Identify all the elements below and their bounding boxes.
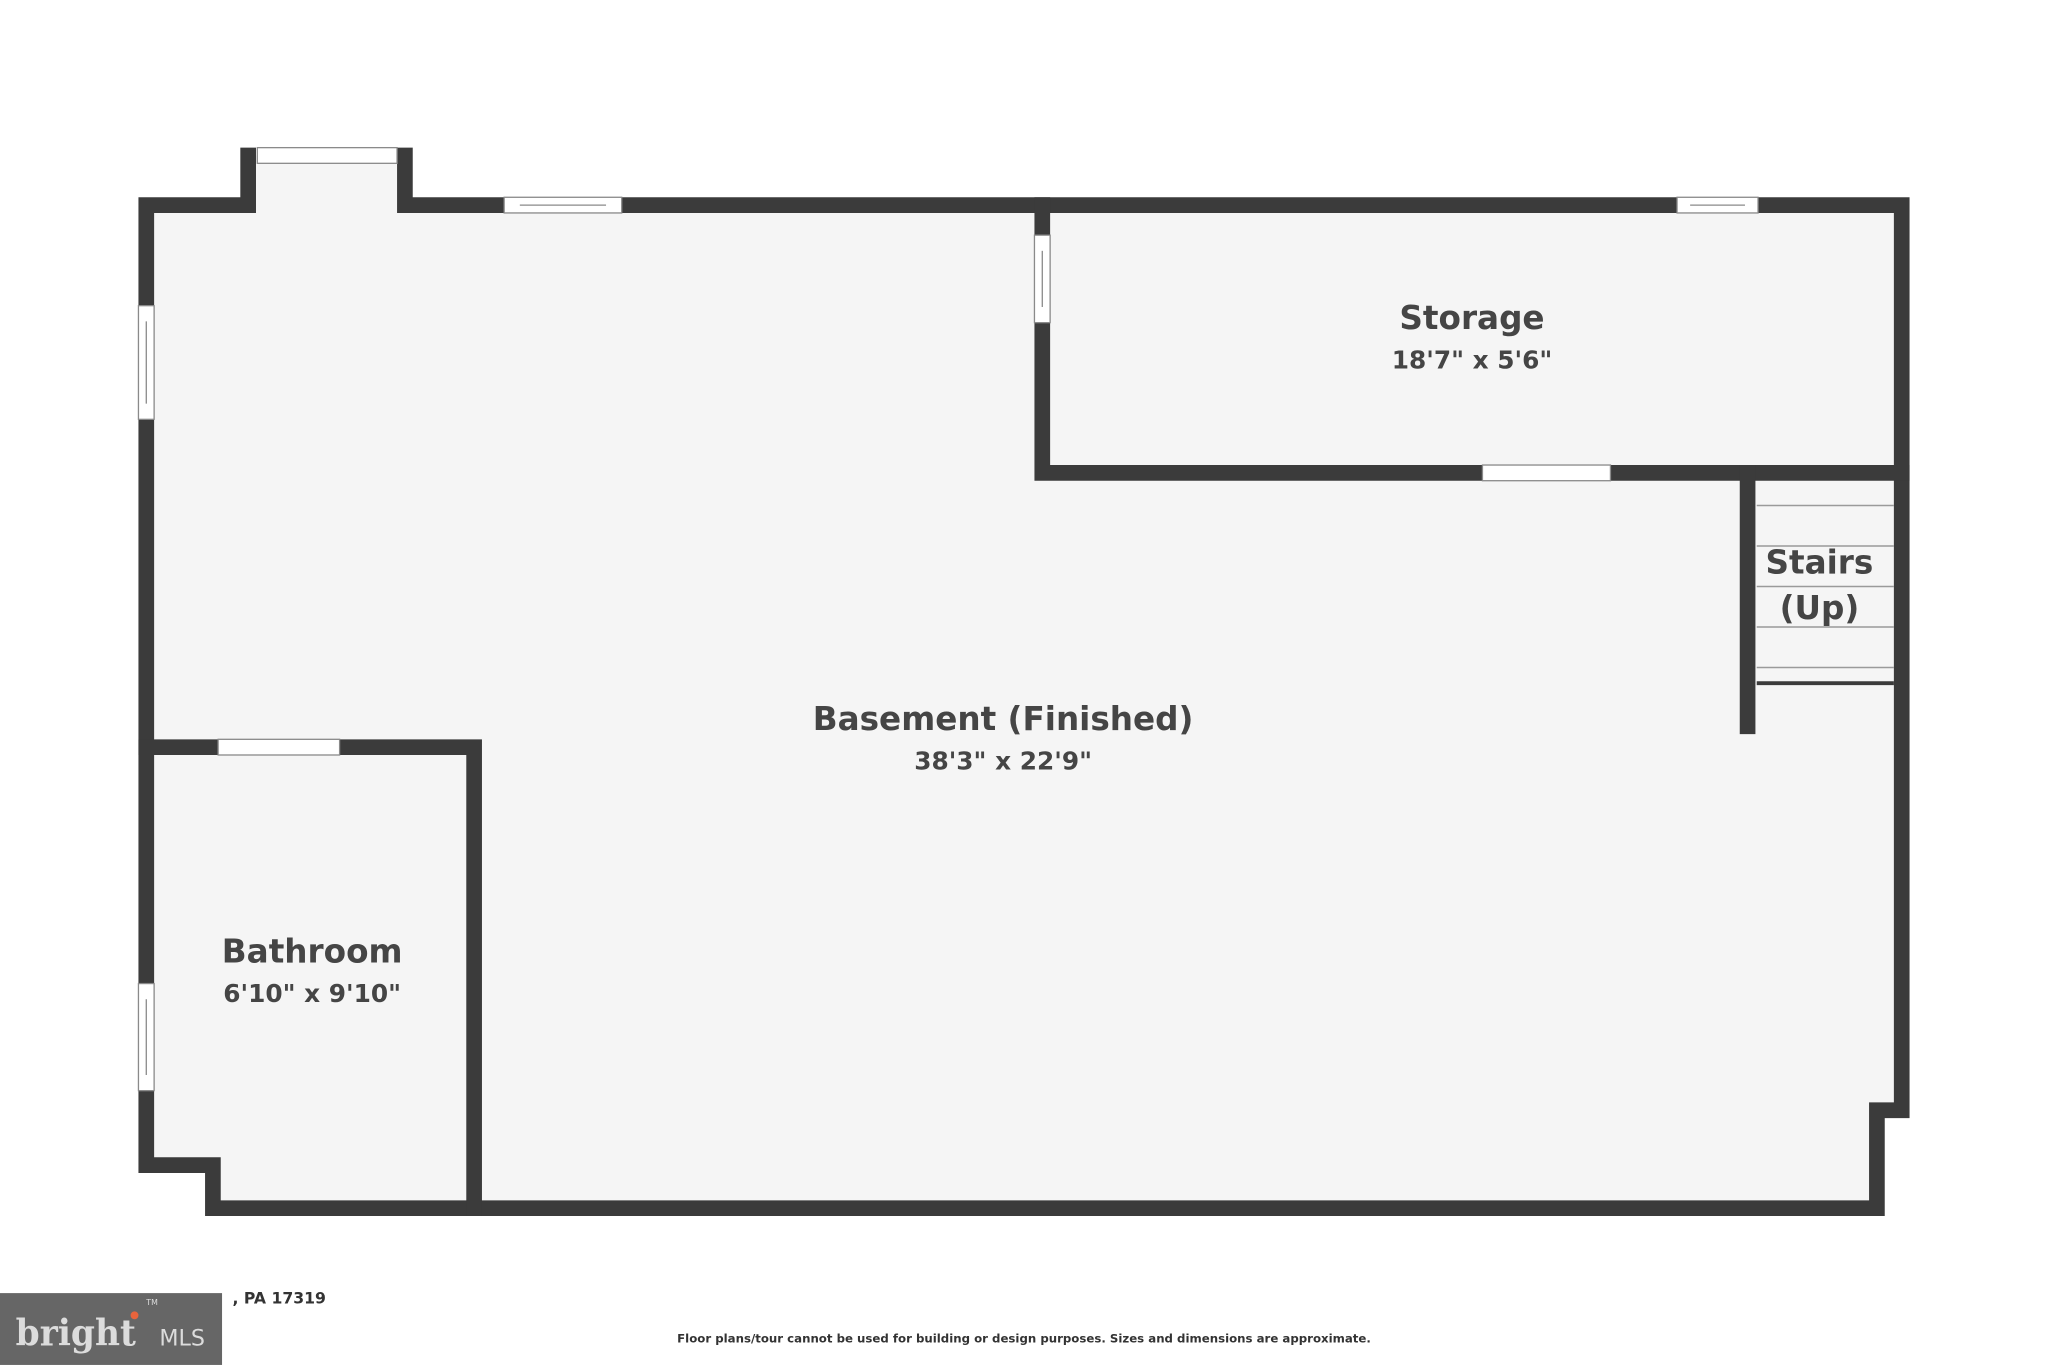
logo-trademark: TM bbox=[145, 1298, 158, 1307]
bump-window bbox=[256, 146, 398, 164]
window-top-right bbox=[1676, 196, 1759, 214]
address-text: , PA 17319 bbox=[232, 1289, 325, 1308]
logo-wordmark: bright bbox=[16, 1311, 136, 1354]
room-dimensions-basement: 38'3" x 22'9" bbox=[914, 746, 1092, 775]
window-top-left bbox=[503, 196, 623, 214]
logo-suffix: MLS bbox=[159, 1325, 205, 1351]
stairs-treads bbox=[1756, 504, 1894, 686]
disclaimer-text: Floor plans/tour cannot be used for buil… bbox=[677, 1332, 1371, 1346]
window-storage-interior bbox=[1033, 234, 1051, 324]
room-name-stairs: Stairs bbox=[1765, 543, 1873, 581]
window-left-lower bbox=[137, 982, 155, 1092]
room-name-stairs-line2: (Up) bbox=[1780, 589, 1860, 627]
logo-star-icon bbox=[130, 1311, 139, 1320]
exterior-wall bbox=[138, 147, 1910, 1217]
bathroom-doorway bbox=[217, 738, 341, 756]
room-dimensions-storage: 18'7" x 5'6" bbox=[1392, 345, 1553, 374]
bright-mls-logo: bright MLS TM bbox=[0, 1293, 223, 1365]
window-left-upper bbox=[137, 305, 155, 420]
room-name-storage: Storage bbox=[1399, 299, 1544, 337]
room-name-bathroom: Bathroom bbox=[222, 933, 403, 971]
room-dimensions-bathroom: 6'10" x 9'10" bbox=[223, 979, 401, 1008]
room-name-basement: Basement (Finished) bbox=[813, 700, 1194, 738]
floor-area bbox=[146, 155, 1902, 1209]
storage-doorway bbox=[1481, 464, 1612, 482]
